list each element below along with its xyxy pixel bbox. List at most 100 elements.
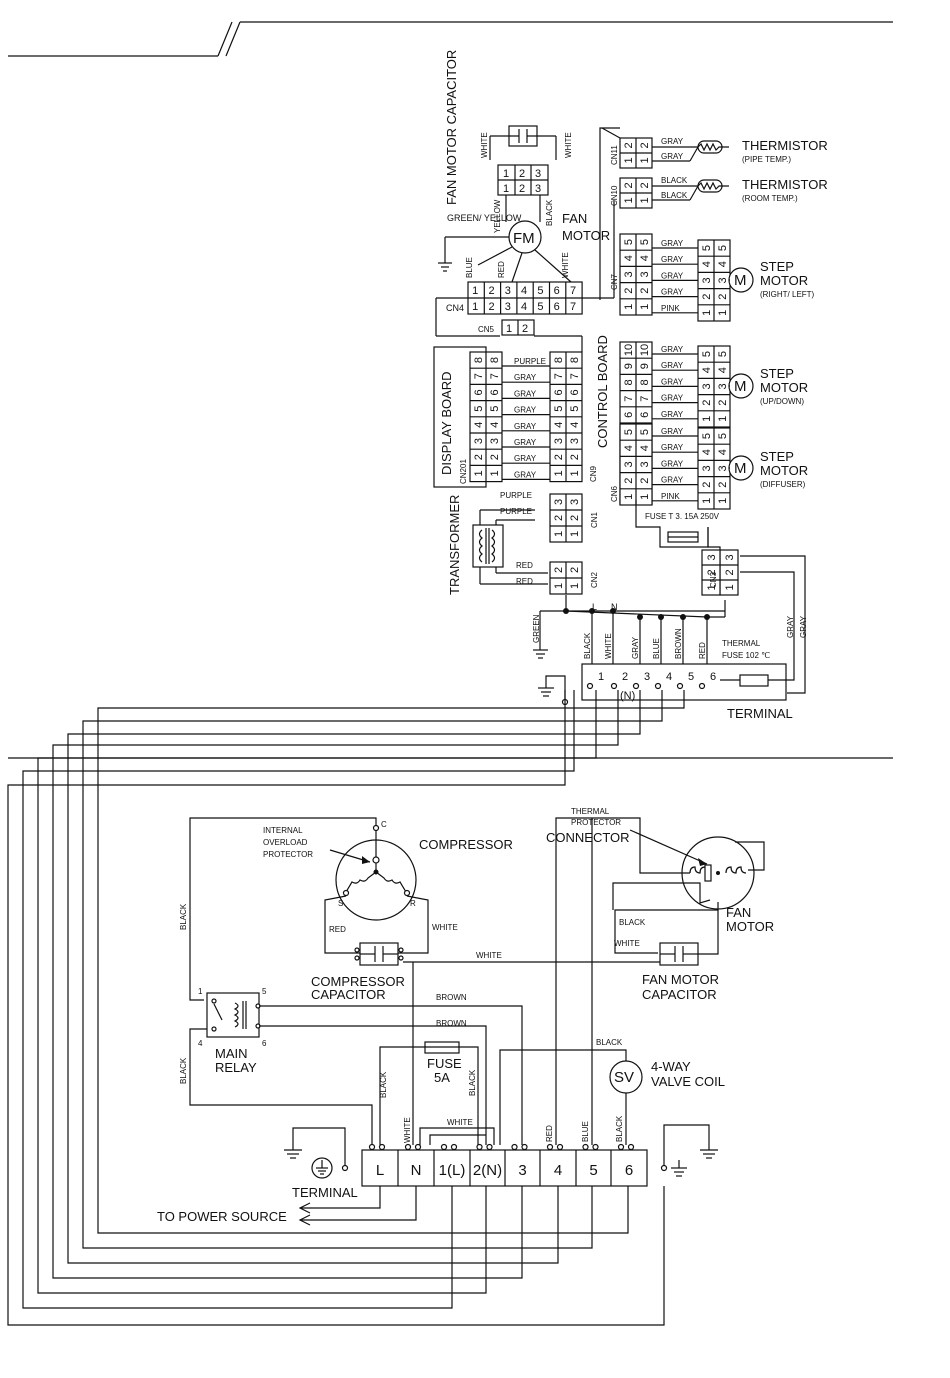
connector-pin: 2 xyxy=(701,482,713,488)
connector-pin: 5 xyxy=(701,433,713,439)
comp-pin-r: R xyxy=(410,899,416,908)
svg-text:PROTECTOR: PROTECTOR xyxy=(571,818,621,827)
connector-pin: 2 xyxy=(553,515,565,521)
cn2-label: CN2 xyxy=(590,571,599,588)
terminal-number: 2 xyxy=(622,671,628,683)
connector-pin: 9 xyxy=(623,363,635,369)
connector-pin: 7 xyxy=(639,396,651,402)
connector-pin: 1 xyxy=(569,470,581,476)
display-wire-label: GRAY xyxy=(514,470,537,479)
outdoor-terminal-cell: L xyxy=(376,1162,384,1179)
outdoor-terminal-screw xyxy=(378,1143,386,1151)
display-wire-label: GRAY xyxy=(514,438,537,447)
cn11-label: CN11 xyxy=(610,145,619,165)
svg-text:RELAY: RELAY xyxy=(215,1060,257,1075)
outdoor-terminal-screw xyxy=(404,1143,412,1151)
fan-motor-capacitor xyxy=(489,125,557,160)
connector-pin: 4 xyxy=(717,261,729,267)
svg-text:1: 1 xyxy=(506,323,512,335)
connector-pin: 2 xyxy=(569,454,581,460)
wire-green-yellow: GREEN/ YELLOW xyxy=(447,213,522,223)
cn2-wire-2: RED xyxy=(516,577,533,586)
connector-pin: 1 xyxy=(706,584,718,590)
interconnect-wire xyxy=(22,690,575,1309)
connector-pin: 1 xyxy=(473,470,485,476)
connector-pin: 6 xyxy=(553,389,565,395)
outdoor-terminal-screw xyxy=(592,1143,599,1151)
wire-white-comp: WHITE xyxy=(432,923,458,932)
connector-pin: 3 xyxy=(553,499,565,505)
connector-pin: 4 xyxy=(473,422,485,428)
step-wire-label: GRAY xyxy=(661,361,684,370)
header-rule xyxy=(8,21,893,57)
connector-pin: 3 xyxy=(623,461,635,467)
outdoor-terminal-label: TERMINAL xyxy=(292,1185,358,1200)
svg-text:STEP: STEP xyxy=(760,259,794,274)
connector-pin: 2 xyxy=(639,142,651,148)
connector-pin: 5 xyxy=(553,406,565,412)
wire-black-fuse-r: BLACK xyxy=(468,1069,477,1096)
wire-blue: BLUE xyxy=(465,257,474,278)
connector-pin: 1 xyxy=(489,470,501,476)
cap-pin: 1 xyxy=(503,183,509,195)
step-wire-label: GRAY xyxy=(661,271,684,280)
connector-pin: 2 xyxy=(623,142,635,148)
connector-pin: 1 xyxy=(472,285,478,297)
outdoor-terminal-cell: N xyxy=(411,1162,422,1179)
svg-text:MOTOR: MOTOR xyxy=(760,380,808,395)
connector-pin: 2 xyxy=(488,285,494,297)
svg-text:2: 2 xyxy=(522,323,528,335)
connector-pin: 1 xyxy=(639,494,651,500)
cn201-label: CN201 xyxy=(459,459,468,484)
main-relay xyxy=(206,992,261,1038)
outdoor-terminal-screw xyxy=(627,1143,635,1151)
terminal-number: 6 xyxy=(710,671,716,683)
outdoor-terminal-screw xyxy=(521,1143,528,1151)
display-wire-label: GRAY xyxy=(514,422,537,431)
connector-pin: 1 xyxy=(724,584,736,590)
wire-white-fan: WHITE xyxy=(614,939,640,948)
outdoor-terminal-cell: 2(N) xyxy=(473,1162,502,1179)
connector-pin: 7 xyxy=(473,373,485,379)
outdoor-terminal-screw xyxy=(511,1143,518,1151)
outdoor-terminal-ground xyxy=(284,1124,718,1179)
outdoor-terminal-cell: 4 xyxy=(554,1162,562,1179)
indoor-fan-motor: FM xyxy=(438,195,572,283)
svg-text:OVERLOAD: OVERLOAD xyxy=(263,838,308,847)
step-wire-label: GRAY xyxy=(661,255,684,264)
step-wire-label: GRAY xyxy=(661,377,684,386)
terminal-screw xyxy=(676,682,684,690)
interconnect-wire xyxy=(97,690,685,1234)
connector-pin: 7 xyxy=(569,373,581,379)
svg-text:4: 4 xyxy=(198,1039,203,1048)
connector-pin: 3 xyxy=(717,383,729,389)
step-wire-label: PINK xyxy=(661,492,680,501)
outdoor-fan-motor-capacitor xyxy=(659,910,719,966)
connector-pin: 1 xyxy=(639,157,651,163)
cn10-label: CN10 xyxy=(610,185,619,206)
svg-text:STEP: STEP xyxy=(760,449,794,464)
connector-pin: 2 xyxy=(701,400,713,406)
connector-pin: 4 xyxy=(717,367,729,373)
connector-pin: 3 xyxy=(706,554,718,560)
connector-pin: 3 xyxy=(639,461,651,467)
indoor-unit: FAN MOTOR CAPACITOR WHITE WHITE 1 2 3 1 … xyxy=(433,50,828,721)
connector-pin: 5 xyxy=(717,245,729,251)
connector-pin: 2 xyxy=(623,182,635,188)
sv-symbol: SV xyxy=(614,1069,634,1086)
svg-text:GRAY: GRAY xyxy=(661,152,684,161)
outdoor-terminal-screw xyxy=(556,1143,564,1151)
svg-text:COMPRESSOR: COMPRESSOR xyxy=(311,974,405,989)
svg-text:4-WAY: 4-WAY xyxy=(651,1059,691,1074)
transformer-label: TRANSFORMER xyxy=(447,495,462,595)
cn9-label: CN9 xyxy=(589,465,598,482)
connector-pin: 1 xyxy=(701,498,713,504)
connector-pin: 2 xyxy=(488,301,494,313)
outdoor-terminal-screw xyxy=(617,1143,625,1151)
connector-pin: 4 xyxy=(639,255,651,261)
connector-pin: 8 xyxy=(569,357,581,363)
